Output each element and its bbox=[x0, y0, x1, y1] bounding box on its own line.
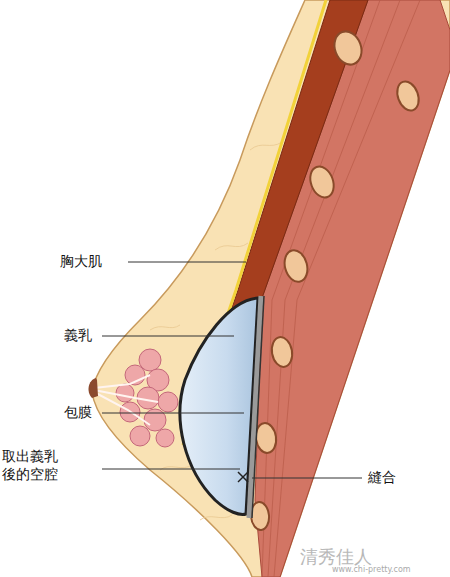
part-label: 包膜 bbox=[64, 404, 92, 422]
part-label: 義乳 bbox=[64, 327, 92, 345]
part-label: 取出義乳 後的空腔 bbox=[2, 448, 64, 483]
watermark-url: www.chi-pretty.com bbox=[332, 565, 411, 575]
part-label: 胸大肌 bbox=[60, 253, 102, 271]
part-label: 縫合 bbox=[368, 469, 396, 487]
